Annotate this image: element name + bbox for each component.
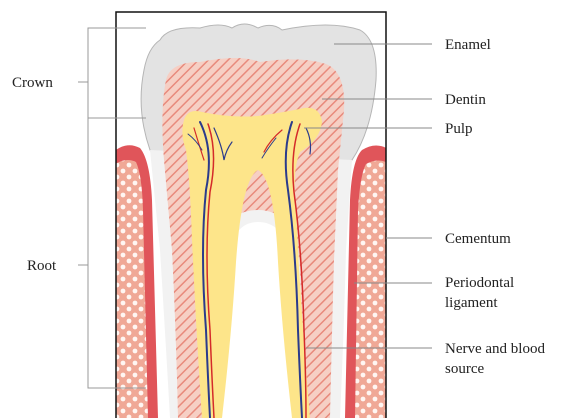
crown-bracket — [88, 28, 146, 118]
pulp-label: Pulp — [445, 121, 473, 137]
root-label: Root — [27, 258, 57, 274]
crown-label: Crown — [12, 75, 53, 91]
periodontal-ligament-label-line2: ligament — [445, 295, 498, 311]
dentin-label: Dentin — [445, 92, 486, 108]
enamel-label: Enamel — [445, 37, 491, 53]
periodontal-ligament-label-line1: Periodontal — [445, 275, 514, 291]
nerve-blood-source-label-line2: source — [445, 361, 484, 377]
cementum-label: Cementum — [445, 231, 511, 247]
nerve-blood-source-label-line1: Nerve and blood — [445, 341, 545, 357]
